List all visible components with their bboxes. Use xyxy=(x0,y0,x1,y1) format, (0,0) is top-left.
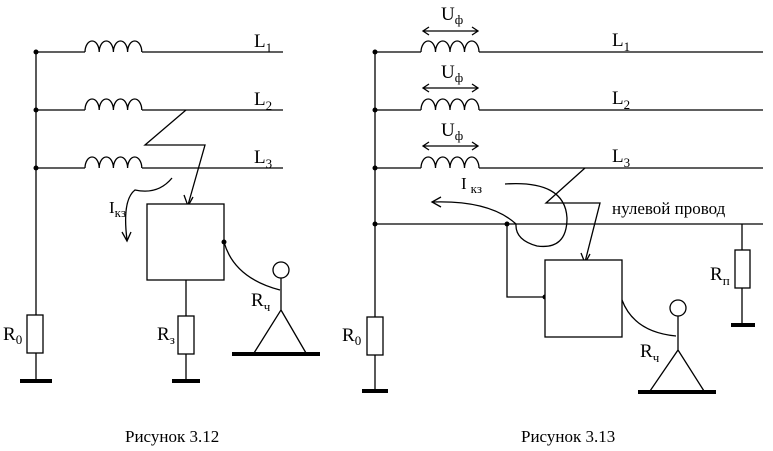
label-l3: L3 xyxy=(612,146,630,170)
person-body xyxy=(253,278,307,354)
short-circuit-arrow-head xyxy=(430,196,442,208)
junction-dot xyxy=(372,165,378,171)
label-rch: Rч xyxy=(251,290,271,314)
resistor-rz xyxy=(177,315,195,355)
uf-arrow-3 xyxy=(421,141,480,151)
resistor-rp xyxy=(734,249,751,289)
touch-wire xyxy=(223,241,281,291)
label-uf-1: Uф xyxy=(441,4,463,27)
label-uf-2: Uф xyxy=(441,62,463,85)
uf-arrow-1 xyxy=(421,26,480,36)
person-head xyxy=(669,299,687,317)
coil-l1 xyxy=(420,40,480,53)
label-rch: Rч xyxy=(640,341,660,365)
caption-3-13: Рисунок 3.13 xyxy=(521,427,615,446)
junction-dot xyxy=(372,49,378,55)
label-rp: Rп xyxy=(710,264,730,288)
label-r0: R0 xyxy=(342,325,361,348)
equipment-housing xyxy=(544,259,623,338)
label-ikz: Iкз xyxy=(109,198,126,220)
junction-dot xyxy=(33,107,39,113)
resistor-r0 xyxy=(26,314,44,354)
equipment-housing xyxy=(146,203,225,281)
coil-l3 xyxy=(84,156,143,169)
caption-3-12: Рисунок 3.12 xyxy=(125,427,219,446)
junction-dot xyxy=(372,107,378,113)
label-l1: L1 xyxy=(254,31,272,55)
fault-path xyxy=(544,167,601,263)
coil-l1 xyxy=(84,40,143,53)
junction-dot xyxy=(33,49,39,55)
short-circuit-arrow xyxy=(431,182,568,248)
label-l2: L2 xyxy=(612,88,630,112)
label-l2: L2 xyxy=(254,89,272,113)
short-circuit-arrow-head xyxy=(121,231,132,243)
person-head xyxy=(272,261,290,279)
label-rz: Rз xyxy=(157,324,175,347)
touch-wire xyxy=(621,299,677,337)
label-l1: L1 xyxy=(612,30,630,54)
fault-path xyxy=(143,109,206,206)
label-neutral-wire: нулевой провод xyxy=(612,199,726,218)
uf-arrow-2 xyxy=(421,83,480,93)
label-l3: L3 xyxy=(254,147,272,171)
coil-l3 xyxy=(420,156,480,169)
person-body xyxy=(649,316,705,392)
label-uf-3: Uф xyxy=(441,120,463,143)
coil-l2 xyxy=(420,98,480,111)
resistor-r0 xyxy=(366,316,384,356)
junction-dot xyxy=(372,221,378,227)
label-r0: R0 xyxy=(3,324,22,347)
junction-dot xyxy=(504,221,510,227)
short-circuit-arrow xyxy=(124,177,173,241)
junction-dot xyxy=(33,165,39,171)
figure-3-12: L1 L2 L3 Iкз R0 Rз Rч Рисунок 3.12 xyxy=(3,31,320,446)
neutral-connection xyxy=(506,224,545,298)
coil-l2 xyxy=(84,98,143,111)
